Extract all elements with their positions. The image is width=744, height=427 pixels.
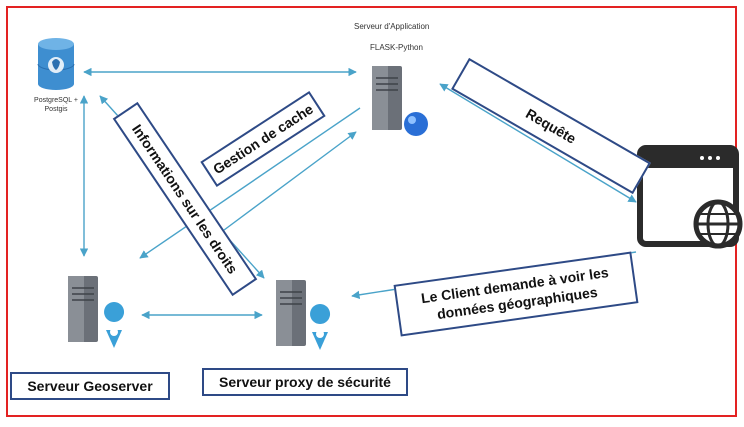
geoserver-label: Serveur Geoserver [10, 372, 170, 400]
database-icon [37, 38, 75, 90]
proxy-label: Serveur proxy de sécurité [202, 368, 408, 396]
database-node: PostgreSQL + Postgis [30, 34, 82, 114]
arrow-app-client [439, 83, 637, 203]
db-label: PostgreSQL + Postgis [34, 97, 78, 113]
app-server-title: Serveur d'Application [354, 22, 430, 31]
app-server-subtitle: FLASK-Python [370, 43, 423, 52]
